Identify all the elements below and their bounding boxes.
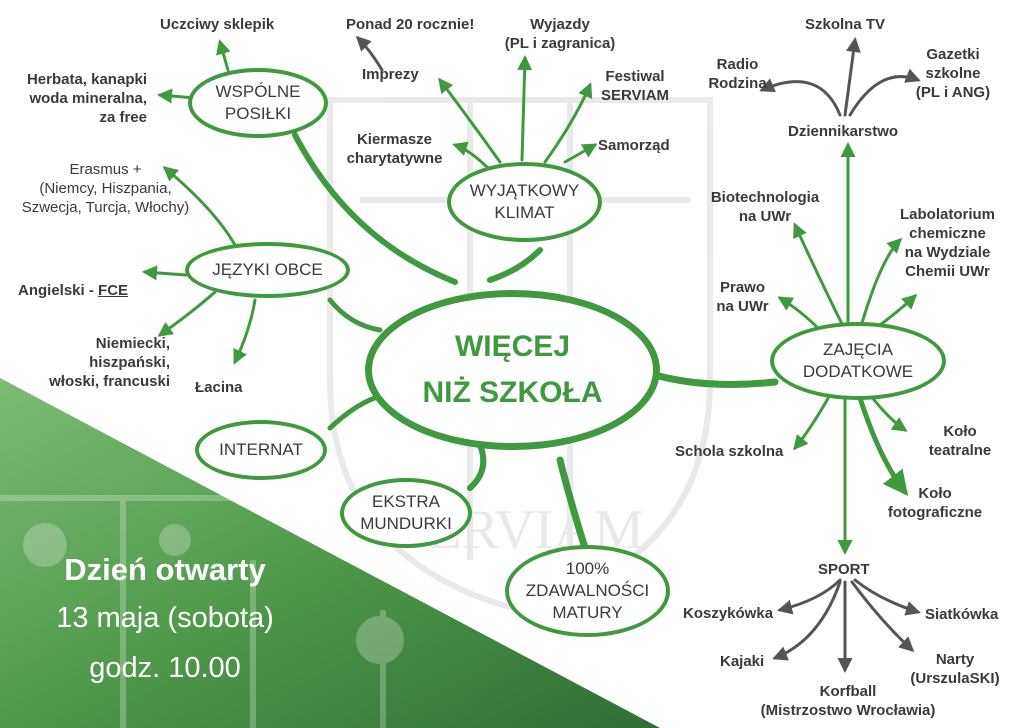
center-line2: NIŻ SZKOŁA <box>422 376 603 409</box>
hub-mundurki-line1: EKSTRA <box>371 492 441 511</box>
label-samorzad: Samorząd <box>598 137 670 154</box>
hub-matura-line2: ZDAWALNOŚCI <box>525 581 650 600</box>
hub-internat: INTERNAT <box>195 420 327 480</box>
label-erasmus: Erasmus + (Niemcy, Hiszpania, Szwecja, T… <box>21 161 190 216</box>
label-lacina: Łacina <box>195 379 243 396</box>
hub-zajecia-line2: DODATKOWE <box>802 362 914 381</box>
label-wyjazdy: Wyjazdy (PL i zagranica) <box>504 16 616 52</box>
hub-mundurki-line2: MUNDURKI <box>360 514 452 533</box>
hub-internat-line1: INTERNAT <box>219 440 303 459</box>
label-imprezy: Imprezy <box>362 66 419 83</box>
hub-klimat-line1: WYJĄTKOWY <box>469 181 580 200</box>
label-festiwal: Festiwal SERVIAM <box>600 68 670 104</box>
label-angielski: Angielski - FCE <box>18 262 128 300</box>
hub-ekstra-mundurki: EKSTRA MUNDURKI <box>340 478 472 548</box>
label-dziennikarstwo: Dziennikarstwo <box>788 123 899 140</box>
label-biotechnologia: Biotechnologia na UWr <box>710 189 820 225</box>
hub-matura-line3: MATURY <box>552 603 623 622</box>
label-radio-rodzina: Radio Rodzina <box>708 56 767 92</box>
label-kajaki: Kajaki <box>720 653 765 670</box>
label-gazetki: Gazetki szkolne (PL i ANG) <box>915 46 991 101</box>
center-line1: WIĘCEJ <box>454 330 571 363</box>
event-title: Dzień otwarty <box>64 552 266 587</box>
label-kolo-fotograficzne: Koło fotograficzne <box>887 485 983 521</box>
label-angielski-text: Angielski - <box>18 282 99 299</box>
label-szkolna-tv: Szkolna TV <box>805 16 886 33</box>
hub-jezyki-line1: JĘZYKI OBCE <box>212 260 323 279</box>
label-ponad-20: Ponad 20 rocznie! <box>346 16 475 33</box>
label-kolo-teatralne: Koło teatralne <box>928 423 992 459</box>
hub-matura-line1: 100% <box>565 559 610 578</box>
label-jezyki-lista: Niemiecki, hiszpański, włoski, francuski <box>49 335 170 390</box>
label-laboratorium: Labolatorium chemiczne na Wydziale Chemi… <box>899 206 995 280</box>
label-sport: SPORT <box>818 561 870 578</box>
label-narty: Narty (UrszulaSKI) <box>910 651 1000 687</box>
label-herbata: Herbata, kanapki woda mineralna, za free <box>26 71 147 126</box>
hub-zajecia-line1: ZAJĘCIA <box>823 340 893 359</box>
photo-texture <box>0 495 404 728</box>
event-time: godz. 10.00 <box>89 652 241 684</box>
hub-klimat-line2: KLIMAT <box>494 203 555 222</box>
label-prawo: Prawo na UWr <box>716 279 769 315</box>
hub-jezyki-obce: JĘZYKI OBCE <box>185 242 350 298</box>
label-schola: Schola szkolna <box>675 443 784 460</box>
hub-wspolne-line1: WSPÓLNE <box>215 82 301 101</box>
center-node: WIĘCEJ NIŻ SZKOŁA <box>365 290 660 450</box>
hub-matura: 100% ZDAWALNOŚCI MATURY <box>505 545 670 637</box>
label-fce: FCE <box>98 282 129 299</box>
label-siatkowka: Siatkówka <box>925 606 999 623</box>
label-koszykowka: Koszykówka <box>683 605 774 622</box>
label-korfball: Korfball (Mistrzostwo Wrocławia) <box>760 683 936 719</box>
hub-wspolne-line2: POSIŁKI <box>224 104 292 123</box>
event-date: 13 maja (sobota) <box>56 602 274 634</box>
label-kiermasze: Kiermasze charytatywne <box>346 131 443 167</box>
hub-wspolne-posilki: WSPÓLNE POSIŁKI <box>188 68 328 138</box>
hub-wyjatkowy-klimat: WYJĄTKOWY KLIMAT <box>447 162 602 242</box>
photo-panel <box>0 378 660 728</box>
hub-zajecia-dodatkowe: ZAJĘCIA DODATKOWE <box>770 322 946 400</box>
label-uczciwy-sklepik: Uczciwy sklepik <box>160 16 275 33</box>
